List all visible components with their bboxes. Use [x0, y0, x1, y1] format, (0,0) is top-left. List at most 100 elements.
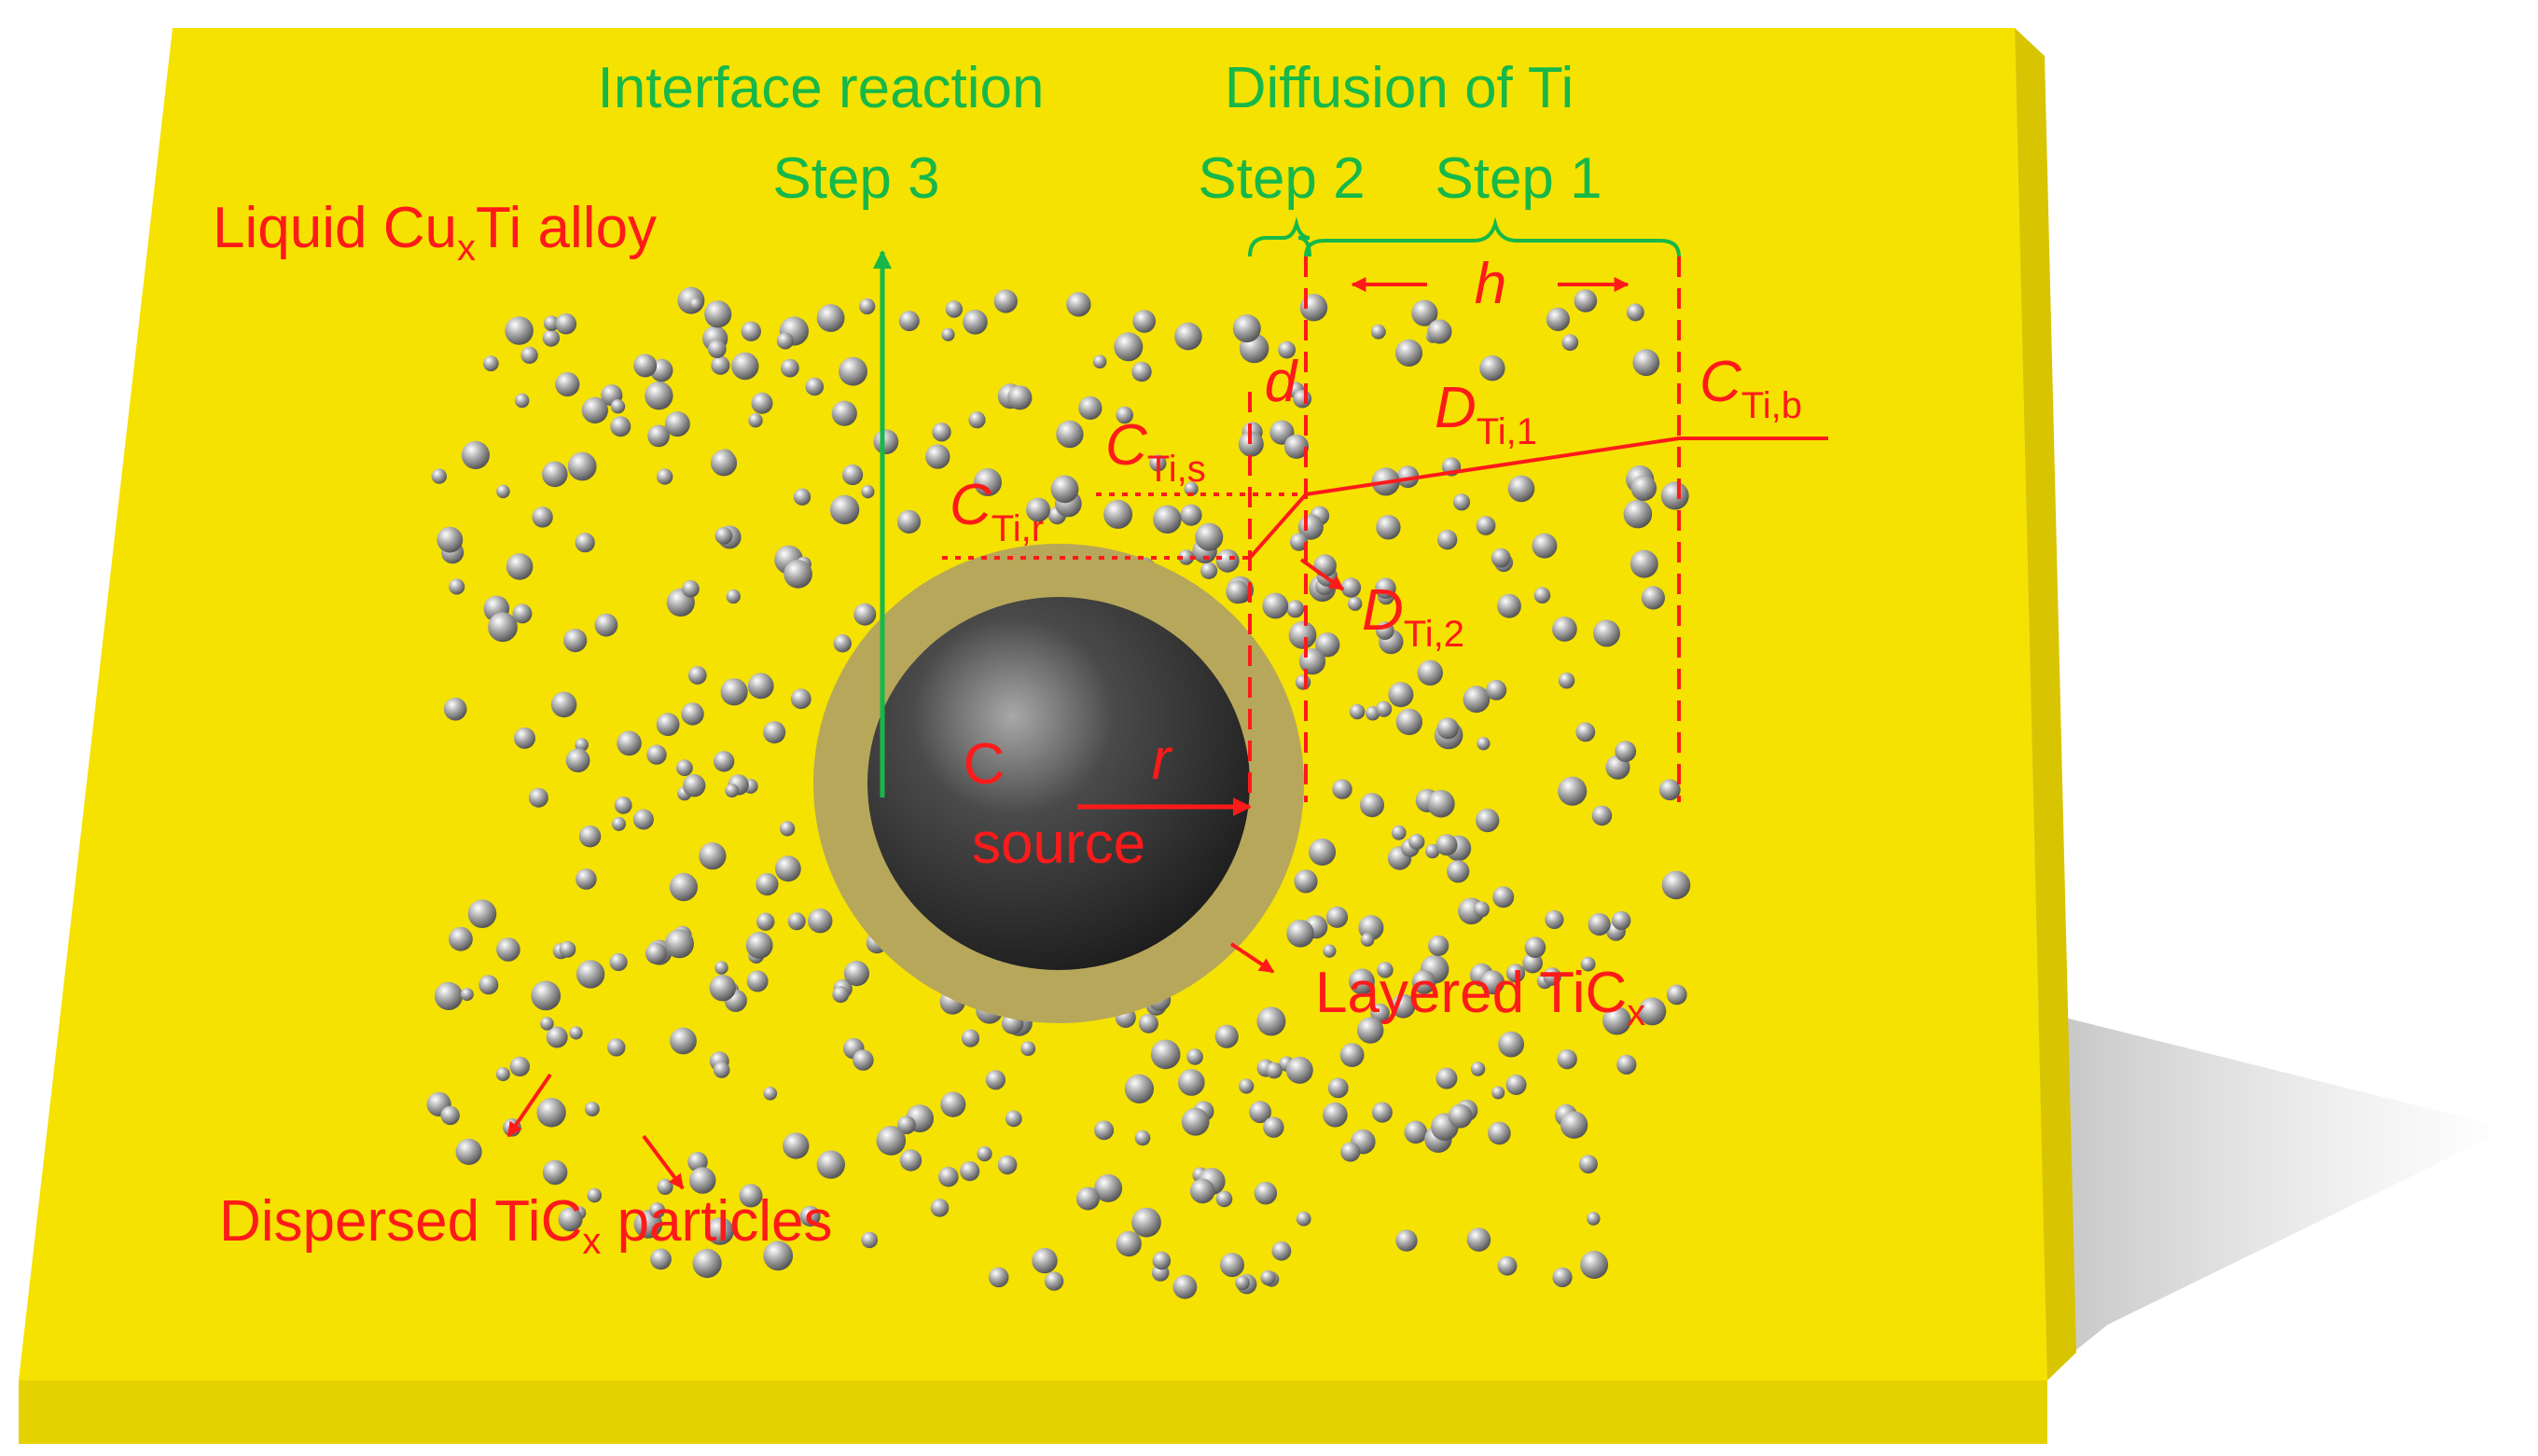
slab-front-face [19, 1380, 2047, 1444]
tic-particle [575, 533, 595, 553]
tic-particle [1340, 1142, 1361, 1162]
tic-particle [1189, 1178, 1215, 1204]
tic-particle [1524, 936, 1546, 958]
tic-particle [1114, 332, 1144, 362]
tic-particle [1488, 1121, 1511, 1145]
tic-particle [1313, 554, 1337, 577]
tic-particle [1491, 548, 1511, 568]
tic-particle [1505, 964, 1526, 983]
tic-particle [816, 304, 845, 332]
tic-particle [763, 1241, 794, 1271]
tic-particle [1425, 843, 1440, 859]
tic-particle [664, 411, 690, 437]
tic-particle [542, 329, 561, 347]
tic-particle [1152, 1251, 1172, 1270]
tic-particle [575, 738, 589, 752]
tic-particle [783, 1132, 810, 1159]
tic-particle [1005, 1110, 1022, 1128]
tic-particle [1587, 1212, 1601, 1226]
tic-particle [941, 327, 955, 341]
tic-particle [709, 975, 736, 1002]
tic-particle [1349, 703, 1366, 720]
tic-particle [993, 289, 1018, 313]
tic-particle [1428, 935, 1449, 956]
tic-particle [443, 697, 467, 721]
tic-particle [558, 1207, 583, 1232]
tic-particle [1578, 1155, 1598, 1174]
tic-particle [1616, 1054, 1637, 1075]
tic-particle [1492, 886, 1515, 908]
tic-particle [1479, 355, 1505, 381]
tic-particle [1615, 741, 1637, 762]
tic-particle [1260, 1269, 1276, 1286]
tic-particle [1477, 737, 1491, 751]
r-label: r [1152, 728, 1173, 792]
tic-particle [1491, 1086, 1505, 1100]
tic-particle [1486, 679, 1507, 700]
tic-particle [1427, 319, 1452, 344]
tic-particle [776, 332, 794, 350]
tic-particle [1007, 385, 1033, 410]
step1-brace [1304, 216, 1681, 257]
dispersed-arrow-1 [506, 1073, 552, 1138]
tic-particle [1411, 970, 1436, 994]
tic-particle [1153, 505, 1182, 534]
tic-particle [576, 868, 597, 890]
tic-particle [646, 744, 667, 765]
tic-particle [607, 1038, 626, 1057]
tic-particle [731, 352, 759, 381]
tic-particle [1075, 1186, 1100, 1211]
tic-particle [714, 961, 728, 975]
tic-particle [713, 751, 735, 772]
tic-particle [898, 311, 920, 332]
tic-particle [775, 855, 801, 882]
tic-particle [1200, 562, 1218, 580]
tic-particle [1463, 686, 1491, 714]
tic-particle [1630, 549, 1658, 578]
tic-particle [585, 1102, 600, 1116]
tic-particle [460, 988, 474, 1002]
concentration-profile [1248, 437, 1828, 560]
tic-particle [780, 821, 796, 837]
tic-particle [1376, 515, 1401, 540]
tic-particle [963, 310, 988, 335]
tic-particle [1588, 912, 1611, 936]
tic-particle [645, 942, 667, 964]
step2-brace [1248, 216, 1311, 257]
tic-particle [542, 1159, 568, 1186]
tic-particle [569, 1026, 583, 1040]
tic-particle [745, 932, 773, 959]
tic-particle [610, 399, 626, 414]
tic-particle [1360, 933, 1375, 947]
tic-particle [1094, 1173, 1123, 1202]
tic-particle [437, 526, 464, 553]
tic-particle [559, 940, 576, 958]
tic-particle [632, 809, 654, 830]
tic-particle [676, 759, 693, 777]
tic-particle [669, 872, 699, 902]
tic-particle [1298, 648, 1326, 675]
tic-particle [1349, 968, 1375, 995]
tic-particle [1507, 475, 1535, 503]
tic-particle [1094, 1120, 1115, 1141]
tic-particle [656, 713, 680, 737]
tic-particle [1044, 1271, 1064, 1291]
tic-particle [650, 1248, 672, 1270]
tic-particle [683, 774, 706, 797]
tic-particle [1235, 1275, 1250, 1291]
tic-particle [614, 796, 632, 814]
tic-particle [1289, 533, 1309, 551]
tic-particle [1325, 906, 1349, 928]
tic-particle [781, 358, 799, 378]
tic-particle [514, 727, 535, 749]
tic-particle [1220, 1253, 1244, 1278]
tic-particle [461, 440, 490, 469]
tic-particle [974, 468, 1002, 496]
tic-particle [1630, 475, 1657, 501]
dispersed-tic-label: Dispersed TiCx particles [219, 1189, 832, 1262]
tic-particle [1370, 1003, 1390, 1023]
layered-tic-label: Layered TiCx [1315, 961, 1645, 1033]
tic-particle [1498, 1031, 1524, 1058]
tic-particle [1660, 481, 1689, 510]
tic-particle [839, 356, 867, 386]
